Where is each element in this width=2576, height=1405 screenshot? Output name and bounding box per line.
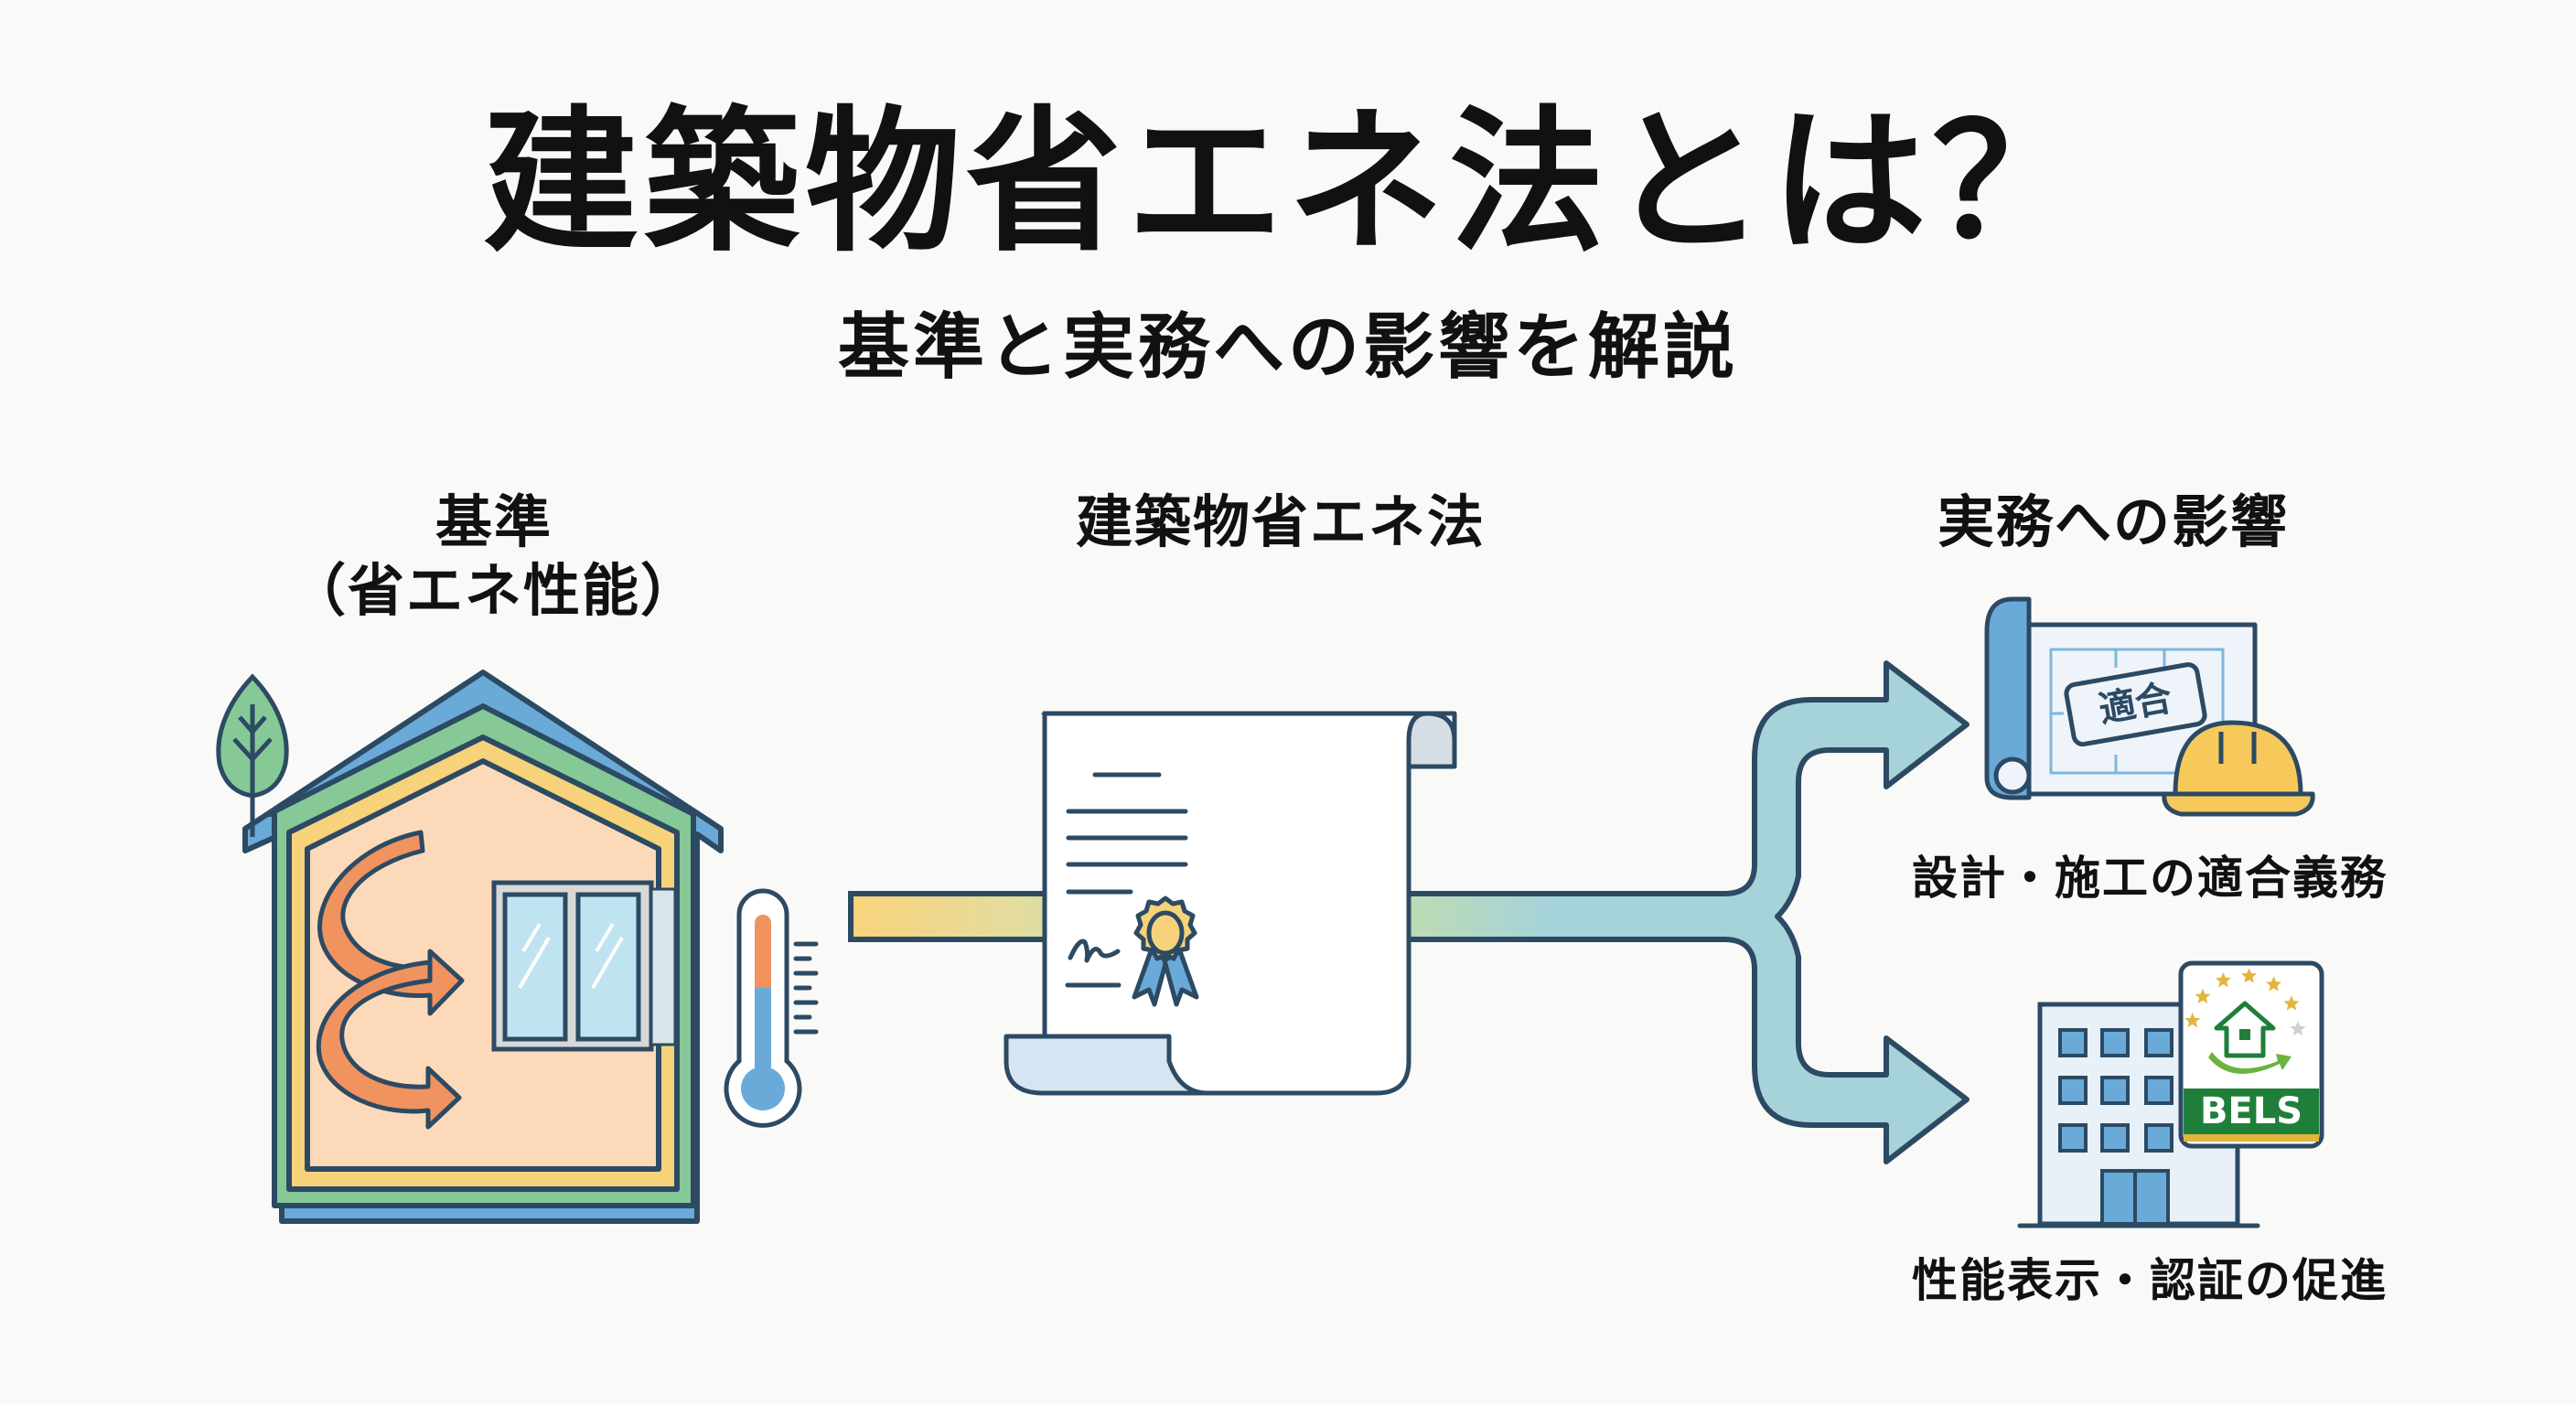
compliance-stamp xyxy=(2064,662,2207,747)
column-heading-standards: 基準 xyxy=(435,488,553,555)
page-subtitle: 基準と実務への影響を解説 xyxy=(837,306,1738,389)
bels-star xyxy=(2290,1021,2306,1036)
branching-arrow-icon xyxy=(1397,660,1970,1164)
thermometer-icon xyxy=(724,888,819,1128)
heat-arrows-icon xyxy=(316,830,465,1130)
window-icon xyxy=(491,880,677,1052)
column-heading-law: 建築物省エネ法 xyxy=(1075,488,1486,555)
bels-star xyxy=(2215,972,2231,988)
column-subheading-standards: （省エネ性能） xyxy=(288,557,699,624)
bels-badge-icon xyxy=(2178,960,2324,1149)
bels-star xyxy=(2195,988,2211,1003)
leaf-icon xyxy=(216,673,289,837)
bels-star xyxy=(2184,1012,2201,1028)
column-heading-impact: 実務への影響 xyxy=(1937,488,2289,555)
outcome-label-certification: 性能表示・認証の促進 xyxy=(1912,1254,2388,1307)
page-title: 建築物省エネ法とは？ xyxy=(482,92,2093,273)
bels-star xyxy=(2241,968,2258,983)
bels-badge-label: BELS xyxy=(2199,1090,2303,1132)
hard-hat-icon xyxy=(2162,720,2315,817)
outcome-label-compliance: 設計・施工の適合義務 xyxy=(1912,852,2388,905)
bels-star xyxy=(2266,976,2282,992)
award-ribbon-icon xyxy=(1132,896,1199,1007)
certificate-scroll-icon xyxy=(1004,711,1457,1096)
bels-star xyxy=(2283,995,2300,1011)
